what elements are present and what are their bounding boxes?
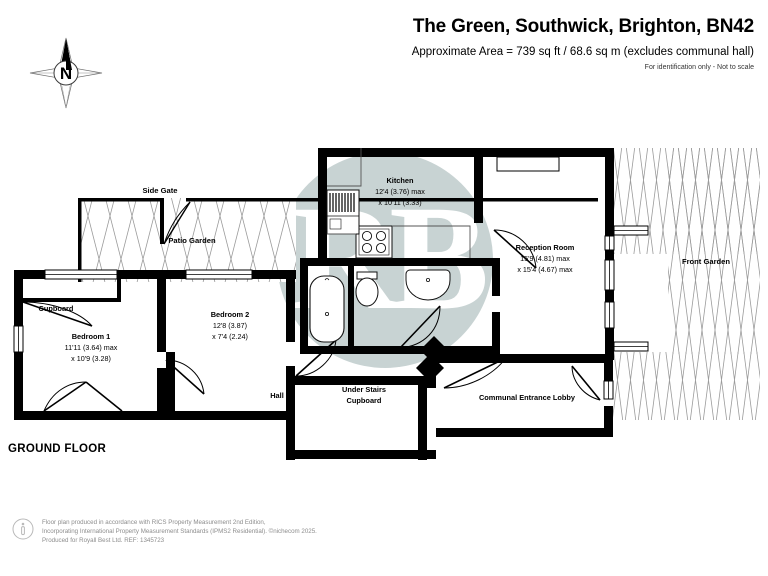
- floor-plan-drawing: RB: [0, 130, 768, 460]
- window-reception-east-2: [604, 259, 615, 291]
- window-lobby-east-1: [603, 380, 614, 400]
- label-reception-dim2: x 15'4 (4.67) max: [517, 265, 573, 274]
- disclaimer-text: For identification only - Not to scale: [644, 64, 754, 71]
- label-kitchen-dim1: 12'4 (3.76) max: [375, 187, 425, 196]
- label-reception-name: Reception Room: [516, 243, 575, 252]
- window-patio-bedroom2: [185, 269, 253, 280]
- label-communal-lobby: Communal Entrance Lobby: [479, 393, 576, 402]
- windows: [13, 156, 649, 400]
- page-title: The Green, Southwick, Brighton, BN42: [412, 16, 754, 37]
- label-bedroom2-dim2: x 7'4 (2.24): [212, 332, 248, 341]
- label-patio-garden: Patio Garden: [168, 236, 216, 245]
- label-bedroom2-dim1: 12'8 (3.87): [213, 321, 247, 330]
- label-bedroom1-dim1: 11'11 (3.64) max: [65, 343, 118, 352]
- footer-line-1: Floor plan produced in accordance with R…: [42, 519, 266, 526]
- kitchen-counter-outline: [327, 148, 471, 258]
- window-bedroom1-west: [13, 325, 24, 353]
- window-reception-north: [496, 156, 560, 172]
- doors: [22, 201, 601, 412]
- compass-rose-icon: N: [26, 34, 106, 112]
- label-bedroom1-dim2: x 10'9 (3.28): [71, 354, 111, 363]
- washbasin-fixture: [405, 269, 451, 301]
- window-patio-bedroom1: [44, 269, 118, 280]
- info-mark-icon: [12, 518, 34, 540]
- label-bedroom1-name: Bedroom 1: [72, 332, 111, 341]
- window-frontgarden-south: [613, 341, 649, 352]
- label-understairs-line1: Under Stairs: [342, 385, 386, 394]
- label-understairs-line2: Cupboard: [347, 396, 382, 405]
- patio-garden-area: [78, 198, 296, 282]
- label-kitchen-dim2: x 10'11 (3.33): [378, 198, 421, 207]
- area-summary: Approximate Area = 739 sq ft / 68.6 sq m…: [411, 46, 754, 58]
- window-reception-east-3: [604, 301, 615, 329]
- toilet-fixture: [355, 271, 379, 307]
- label-front-garden: Front Garden: [682, 257, 730, 266]
- front-garden-area: [612, 148, 760, 420]
- room-labels: Kitchen 12'4 (3.76) max x 10'11 (3.33) R…: [39, 176, 731, 405]
- header: The Green, Southwick, Brighton, BN42 App…: [412, 14, 754, 73]
- footer-line-3: Produced for Royall Best Ltd. REF: 13457…: [42, 537, 165, 545]
- cooker-hob-fixture: [355, 225, 393, 259]
- label-reception-dim1: 15'9 (4.81) max: [520, 254, 570, 263]
- window-frontgarden-north: [613, 225, 649, 236]
- label-bedroom2-name: Bedroom 2: [211, 310, 250, 319]
- label-cupboard: Cupboard: [39, 304, 74, 313]
- bathtub-fixture: [309, 275, 345, 343]
- footer-line-2: Incorporating International Property Mea…: [42, 528, 317, 536]
- footer: Floor plan produced in accordance with R…: [12, 514, 317, 546]
- radiator-fixture: [326, 189, 360, 235]
- compass-north-label: N: [60, 64, 72, 83]
- floor-level-label: GROUND FLOOR: [8, 443, 107, 455]
- footer-disclaimer: Floor plan produced in accordance with R…: [42, 514, 317, 546]
- label-side-gate: Side Gate: [142, 186, 177, 195]
- label-hall: Hall: [270, 391, 284, 400]
- window-reception-east-1: [604, 235, 615, 251]
- label-kitchen-name: Kitchen: [386, 176, 414, 185]
